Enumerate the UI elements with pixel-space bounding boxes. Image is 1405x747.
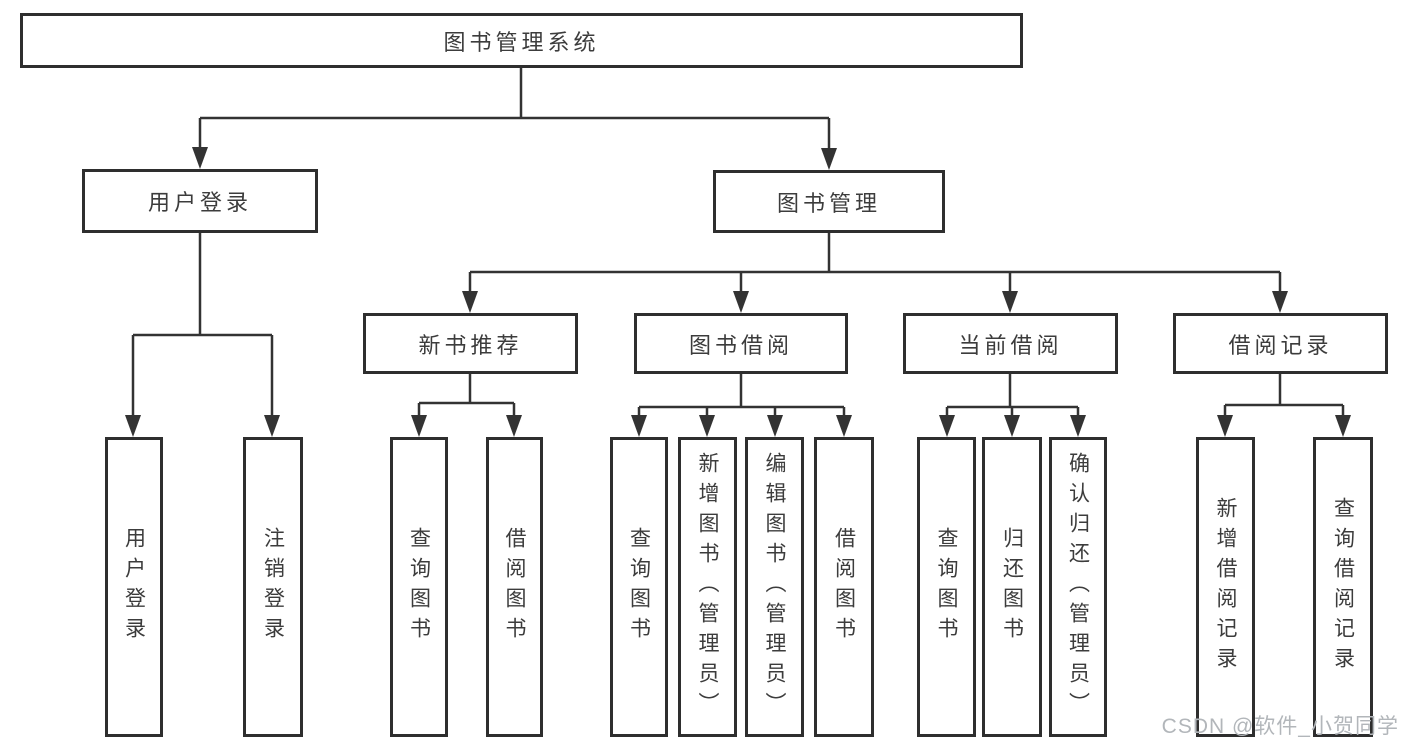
node-label: 查询图书 [935,527,958,647]
node-label: 用户登录 [122,527,146,647]
leaf-newbook-query: 查询图书 [390,437,448,737]
leaf-borrow-add-admin: 新增图书（管理员） [678,437,737,737]
node-borrowing-records: 借阅记录 [1173,313,1388,374]
connector-path [131,68,1345,417]
arrow-down-icon [411,415,427,437]
arrow-down-icon [836,415,852,437]
node-book-management: 图书管理 [713,170,945,233]
arrow-down-icon [1217,415,1233,437]
leaf-current-query: 查询图书 [917,437,976,737]
node-new-book-recommend: 新书推荐 [363,313,578,374]
arrow-down-icon [506,415,522,437]
node-book-borrowing: 图书借阅 [634,313,848,374]
leaf-user-login: 用户登录 [105,437,163,737]
node-label: 注销登录 [261,527,285,647]
arrow-down-icon [699,415,715,437]
leaf-borrow-borrow: 借阅图书 [814,437,874,737]
leaf-borrow-query: 查询图书 [610,437,668,737]
node-user-login: 用户登录 [82,169,318,233]
node-label: 借阅图书 [503,527,526,647]
arrow-down-icon [192,147,208,169]
leaf-current-confirm-admin: 确认归还（管理员） [1049,437,1107,737]
node-current-borrowing: 当前借阅 [903,313,1118,374]
arrow-down-icon [631,415,647,437]
node-label: 编辑图书（管理员） [763,452,786,722]
node-root: 图书管理系统 [20,13,1023,68]
node-label: 新增图书（管理员） [696,452,719,722]
node-label: 新增借阅记录 [1214,497,1237,677]
leaf-logout: 注销登录 [243,437,303,737]
arrow-down-icon [1070,415,1086,437]
leaf-records-add: 新增借阅记录 [1196,437,1255,737]
node-label: 图书管理 [776,190,881,216]
leaf-records-query: 查询借阅记录 [1313,437,1373,737]
arrow-down-icon [1335,415,1351,437]
node-label: 确认归还（管理员） [1066,452,1090,722]
node-label: 查询借阅记录 [1331,497,1355,677]
node-label: 新书推荐 [418,332,523,358]
arrow-down-icon [733,291,749,313]
arrow-down-icon [939,415,955,437]
leaf-newbook-borrow: 借阅图书 [486,437,543,737]
watermark: CSDN @软件_小贺同学 [1161,715,1399,738]
node-label: 查询图书 [627,527,651,647]
node-label: 借阅图书 [832,527,856,647]
node-label: 图书管理系统 [443,29,600,55]
arrow-down-icon [1004,415,1020,437]
node-label: 归还图书 [1000,527,1024,647]
leaf-borrow-edit-admin: 编辑图书（管理员） [745,437,804,737]
node-label: 借阅记录 [1228,332,1333,358]
arrow-down-icon [1002,291,1018,313]
node-label: 图书借阅 [688,332,793,358]
arrow-down-icon [821,148,837,170]
arrow-down-icon [767,415,783,437]
node-label: 用户登录 [147,190,252,215]
arrow-down-icon [264,415,280,437]
arrow-down-icon [462,291,478,313]
leaf-current-return: 归还图书 [982,437,1042,737]
arrow-down-icon [125,415,141,437]
arrow-down-icon [1272,291,1288,313]
node-label: 当前借阅 [958,332,1063,358]
node-label: 查询图书 [407,527,431,647]
